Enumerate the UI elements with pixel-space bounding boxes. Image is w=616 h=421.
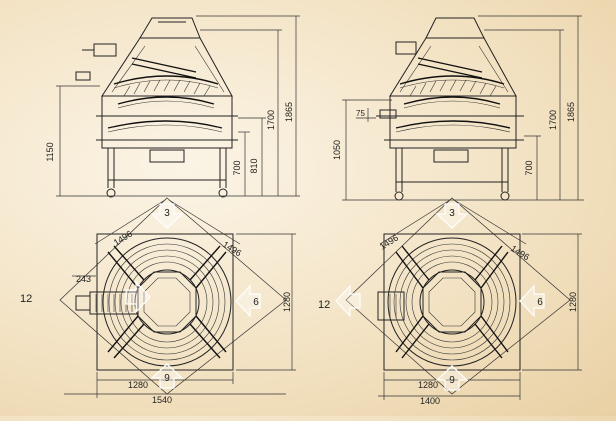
tray-arc-3 xyxy=(107,120,223,129)
arrow-9-icon xyxy=(150,363,184,389)
arrow-9-right-icon xyxy=(435,365,469,391)
position-12-right-label: 12 xyxy=(318,299,330,311)
dim-243: 243 xyxy=(76,274,91,284)
position-3-label: 3 xyxy=(164,208,170,219)
right-plan-view: 1496 1496 1280 1280 1400 3 6 9 12 xyxy=(318,197,582,406)
oven-cone xyxy=(101,37,233,97)
tray-arc-1 xyxy=(113,75,219,85)
castor-wheel xyxy=(218,188,228,198)
dim-1496-right-a: 1496 xyxy=(378,233,400,252)
dim-1700-left: 1700 xyxy=(266,110,276,130)
dim-1150: 1150 xyxy=(45,142,55,161)
arrow-12-icon xyxy=(125,280,151,314)
position-6-label: 6 xyxy=(253,297,259,308)
drive-motor xyxy=(93,43,117,57)
loading-unit-right xyxy=(377,291,405,321)
dim-1700-right: 1700 xyxy=(548,110,558,130)
central-hub-right xyxy=(422,271,482,333)
castor-wheel xyxy=(106,188,116,198)
dim-1400: 1400 xyxy=(420,396,440,406)
dim-1865-left: 1865 xyxy=(284,102,294,122)
dim-1280-left-v: 1280 xyxy=(282,292,292,312)
drawer xyxy=(149,149,185,163)
hood-top xyxy=(139,17,201,39)
drive-motor-right xyxy=(395,41,417,55)
central-hub xyxy=(137,271,197,333)
dim-810: 810 xyxy=(249,158,259,173)
arrow-6-icon xyxy=(235,284,261,318)
dim-1540: 1540 xyxy=(152,395,172,405)
plan-frame xyxy=(96,233,234,371)
left-elevation-view: 1150 700 810 1700 1865 xyxy=(45,15,300,198)
dim-1280-right-v: 1280 xyxy=(568,292,578,312)
position-3-right-label: 3 xyxy=(449,208,455,219)
position-6-right-label: 6 xyxy=(537,297,543,308)
dim-1280-right-h: 1280 xyxy=(418,380,438,390)
position-9-label: 9 xyxy=(164,373,170,384)
dim-1496-left-b: 1496 xyxy=(221,239,243,258)
oven-cone-right xyxy=(389,37,517,97)
position-12-label: 12 xyxy=(20,293,32,305)
right-elevation-view: 1050 75 700 1700 1865 xyxy=(332,15,584,201)
arrow-3-icon xyxy=(150,203,184,229)
dim-1050: 1050 xyxy=(332,140,342,160)
tray-arc-2 xyxy=(117,96,215,105)
dim-700-right: 700 xyxy=(524,160,534,175)
plan-diamond-right xyxy=(345,197,571,395)
arrow-12-right-icon xyxy=(335,284,361,318)
dim-75: 75 xyxy=(356,109,365,118)
dim-1280-left-h: 1280 xyxy=(128,380,148,390)
dim-1865-right: 1865 xyxy=(566,102,576,122)
control-box xyxy=(75,71,91,81)
arrow-3-right-icon xyxy=(435,203,469,229)
left-plan-view: 1496 1496 243 1280 1280 1540 3 6 9 12 xyxy=(20,197,296,405)
oven-body xyxy=(101,95,233,149)
arrow-6-right-icon xyxy=(519,284,545,318)
position-9-right-label: 9 xyxy=(449,375,455,386)
dim-700-left: 700 xyxy=(232,160,242,175)
